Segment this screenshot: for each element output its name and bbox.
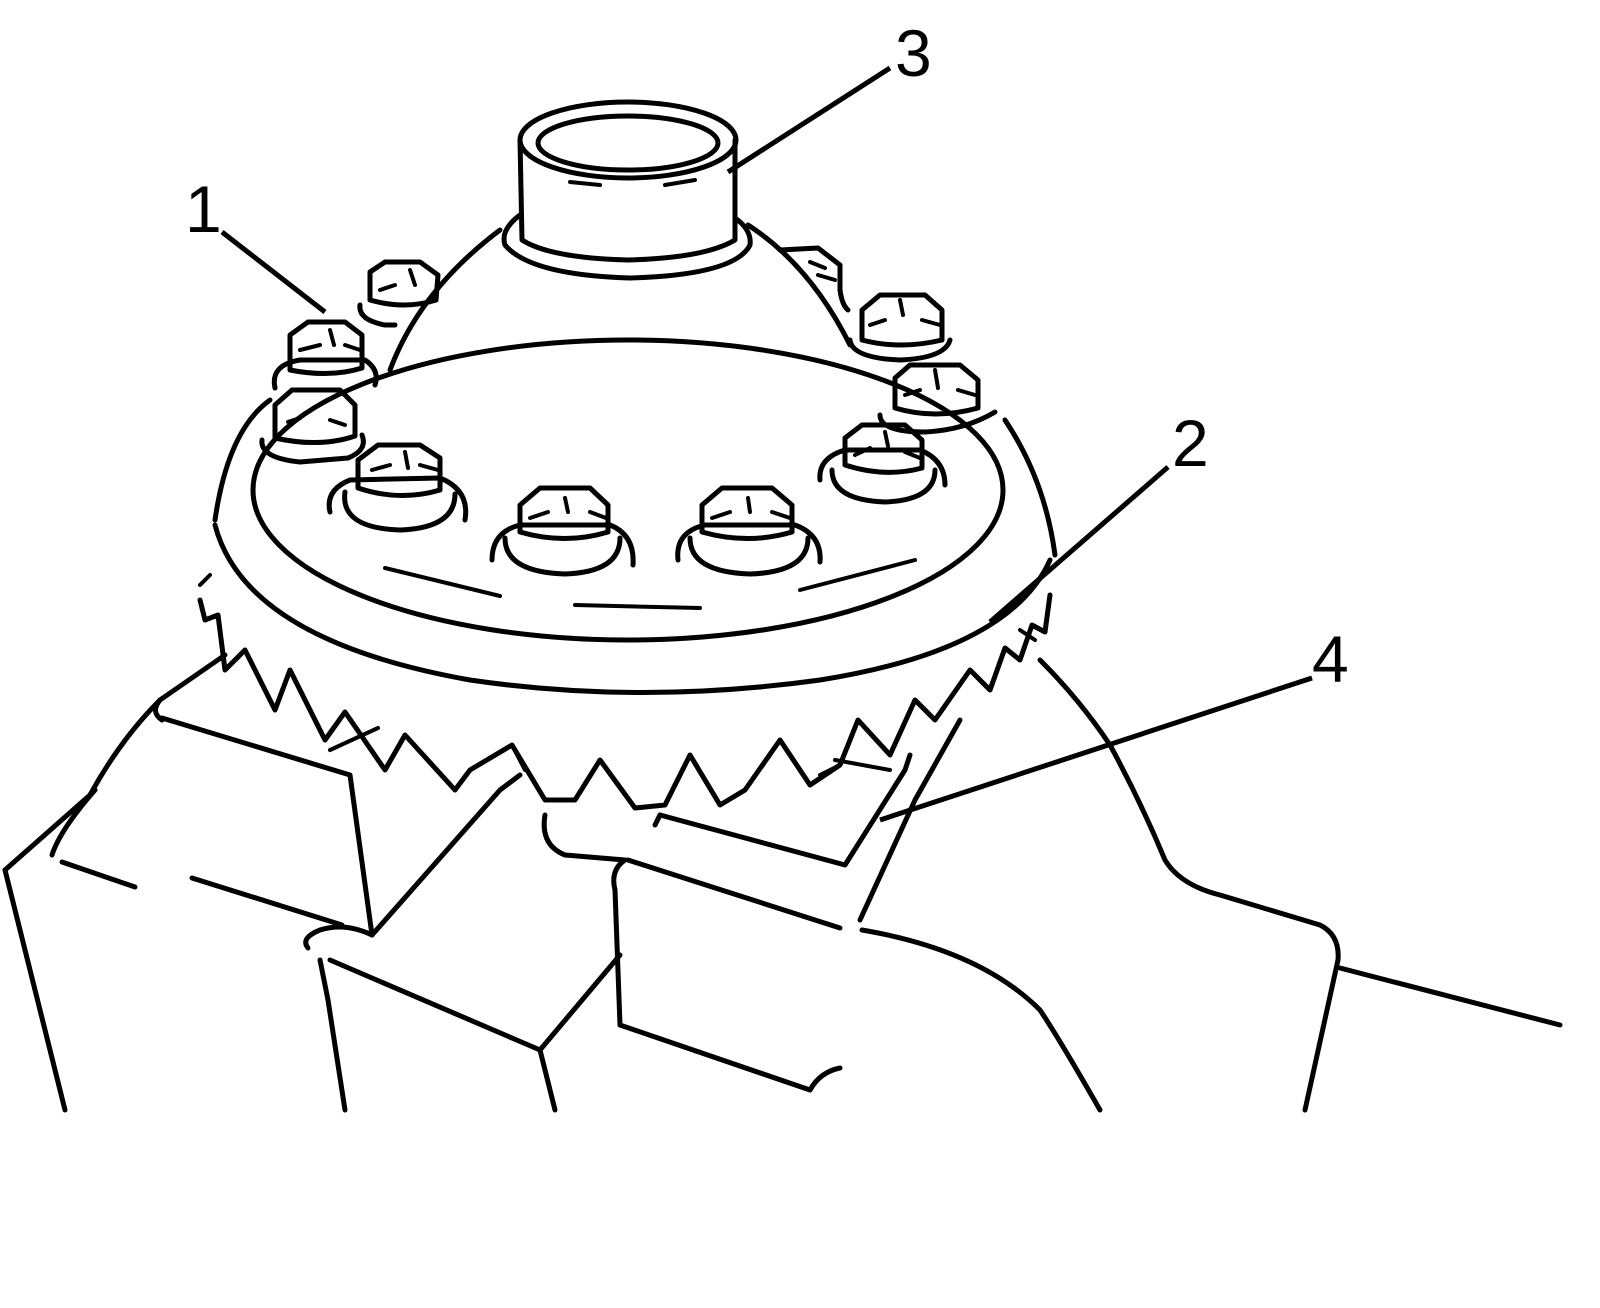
bolt [817, 422, 948, 505]
callout-3: 3 [895, 16, 932, 90]
bolt [847, 292, 953, 363]
bolt [357, 259, 441, 328]
bolt [675, 485, 823, 577]
differential-case-dome [250, 222, 1006, 643]
bolt [777, 245, 851, 313]
callout-leaders [220, 65, 1313, 823]
leader-4 [879, 675, 1313, 823]
side-bearing-hub [501, 99, 753, 281]
bolt [271, 319, 379, 391]
leader-1 [220, 230, 327, 314]
bolt [259, 387, 366, 465]
leader-3 [726, 65, 892, 175]
ring-gear-bolts [259, 245, 998, 577]
callout-1: 1 [185, 172, 222, 246]
bolt [877, 362, 998, 435]
callout-2: 2 [1172, 406, 1209, 480]
bolt [326, 442, 469, 533]
differential-case-housing [2, 652, 1563, 1113]
callout-labels: 1 2 3 4 [185, 16, 1349, 696]
ring-gear [197, 397, 1058, 811]
callout-4: 4 [1312, 622, 1349, 696]
leader-2 [988, 465, 1170, 624]
bolt [489, 485, 636, 577]
